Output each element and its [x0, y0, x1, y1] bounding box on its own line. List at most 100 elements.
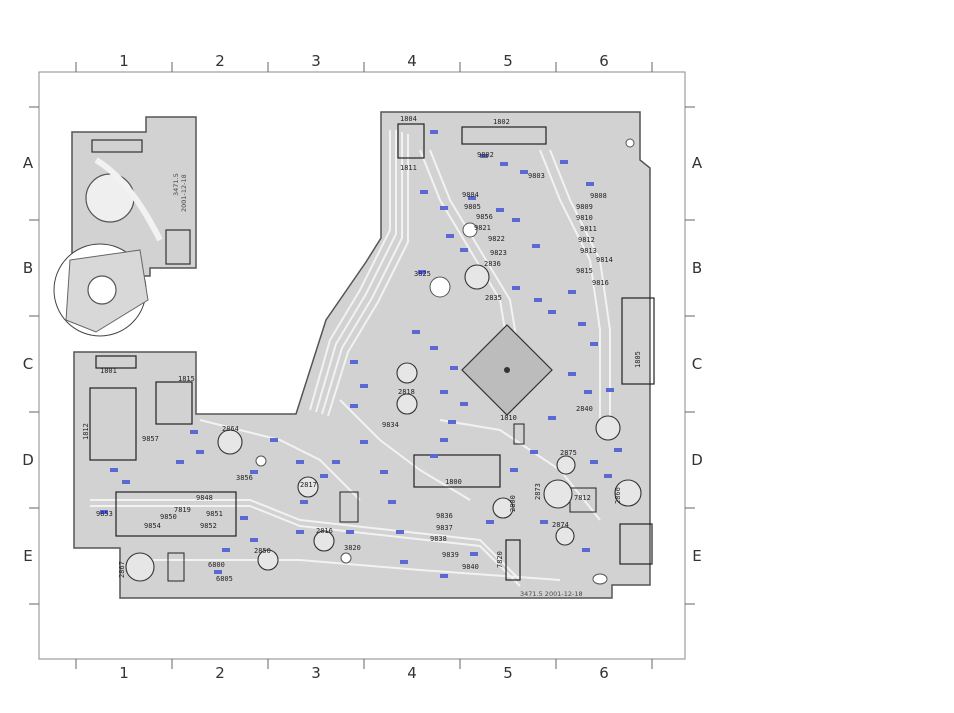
column-label-top-6: 6 — [599, 52, 609, 70]
column-label-bottom-3: 3 — [311, 664, 321, 682]
copper-traces — [90, 130, 611, 587]
label-9854: 9854 — [144, 522, 161, 530]
drawing-frame — [38, 71, 686, 660]
label-9851: 9851 — [206, 510, 223, 518]
row-label-right-a: A — [692, 154, 703, 172]
label-9834: 9834 — [382, 421, 399, 429]
component-3823 — [167, 552, 185, 582]
label-2835: 2835 — [485, 294, 502, 302]
label-2840: 2840 — [576, 405, 593, 413]
label-9815: 9815 — [576, 267, 593, 275]
column-label-bottom-4: 4 — [407, 664, 417, 682]
component-outline — [165, 229, 191, 265]
label-2850: 2850 — [254, 547, 271, 555]
label-9850: 9850 — [160, 513, 177, 521]
connector-7819: 7819 — [115, 491, 237, 537]
label-9811: 9811 — [580, 225, 597, 233]
label-9853: 9853 — [96, 510, 113, 518]
row-label-left-b: B — [23, 259, 33, 277]
connector-1812: 1812 — [82, 387, 137, 461]
column-label-bottom-1: 1 — [119, 664, 129, 682]
column-label-top-1: 1 — [119, 52, 129, 70]
label-9836: 9836 — [436, 512, 453, 520]
component-7801 — [339, 491, 359, 523]
label-2818: 2818 — [398, 388, 415, 396]
column-label-top-4: 4 — [407, 52, 417, 70]
label-9822: 9822 — [488, 235, 505, 243]
label-9856: 9856 — [476, 213, 493, 221]
label-6800: 6800 — [208, 561, 225, 569]
label-2800: 2800 — [509, 495, 517, 512]
label-9848: 9848 — [196, 494, 213, 502]
label-1801: 1801 — [100, 367, 117, 375]
label-2875: 2875 — [560, 449, 577, 457]
mounting-holes — [255, 138, 635, 585]
row-label-left-c: C — [23, 355, 33, 373]
label-9805: 9805 — [464, 203, 481, 211]
left-stamp-line1: 3471.5 — [172, 173, 180, 196]
row-label-right-d: D — [691, 451, 703, 469]
row-label-right-c: C — [692, 355, 702, 373]
label-1805: 1805 — [634, 351, 642, 368]
label-7819: 7819 — [174, 506, 191, 514]
label-7812: 7812 — [574, 494, 591, 502]
connector-1815: 1815 — [155, 375, 195, 425]
label-1811: 1811 — [400, 164, 417, 172]
label-9808: 9808 — [590, 192, 607, 200]
connector-1801: 1801 — [95, 355, 137, 375]
label-2874: 2874 — [552, 521, 569, 529]
label-9821: 9821 — [474, 224, 491, 232]
label-9802: 9802 — [477, 151, 494, 159]
column-label-top-2: 2 — [215, 52, 225, 70]
label-2817: 2817 — [300, 481, 317, 489]
row-label-left-d: D — [22, 451, 34, 469]
flex-connector — [91, 139, 143, 153]
label-9816: 9816 — [592, 279, 609, 287]
label-1800: 1800 — [445, 478, 462, 486]
column-label-top-3: 3 — [311, 52, 321, 70]
label-2836: 2836 — [484, 260, 501, 268]
label-1812: 1812 — [82, 423, 90, 440]
label-9813: 9813 — [580, 247, 597, 255]
label-9857: 9857 — [142, 435, 159, 443]
label-2864: 2864 — [222, 425, 239, 433]
label-3825: 3825 — [414, 270, 431, 278]
connector-7820: 7820 — [496, 539, 521, 581]
connector-6840 — [619, 523, 653, 565]
column-label-bottom-6: 6 — [599, 664, 609, 682]
column-label-bottom-5: 5 — [503, 664, 513, 682]
main-ic — [461, 324, 553, 416]
label-9839: 9839 — [442, 551, 459, 559]
connector-1802: 1802 — [461, 118, 547, 145]
main-board — [73, 111, 651, 599]
row-label-left-a: A — [23, 154, 34, 172]
label-2816: 2816 — [316, 527, 333, 535]
capacitor-footprints — [125, 264, 642, 582]
label-1810: 1810 — [500, 414, 517, 422]
switch-footprint — [85, 173, 135, 223]
connector-1800: 1800 — [413, 454, 501, 488]
component-1810: 1810 — [500, 414, 525, 445]
label-9838: 9838 — [430, 535, 447, 543]
label-9804: 9804 — [462, 191, 479, 199]
board-stamp: 3471.5 2001-12-18 — [520, 590, 583, 598]
label-1815: 1815 — [178, 375, 195, 383]
label-9810: 9810 — [576, 214, 593, 222]
label-1804: 1804 — [400, 115, 417, 123]
label-9840: 9840 — [462, 563, 479, 571]
label-6805: 6805 — [216, 575, 233, 583]
label-3820: 3820 — [344, 544, 361, 552]
connector-1804: 1804 1811 — [397, 115, 425, 172]
label-2873: 2873 — [534, 483, 542, 500]
label-9823: 9823 — [490, 249, 507, 257]
label-9812: 9812 — [578, 236, 595, 244]
grid-ticks — [29, 62, 695, 669]
label-7820: 7820 — [496, 551, 504, 568]
connector-1805: 1805 — [621, 297, 655, 385]
label-9809: 9809 — [576, 203, 593, 211]
label-1802: 1802 — [493, 118, 510, 126]
label-9852: 9852 — [200, 522, 217, 530]
label-9837: 9837 — [436, 524, 453, 532]
